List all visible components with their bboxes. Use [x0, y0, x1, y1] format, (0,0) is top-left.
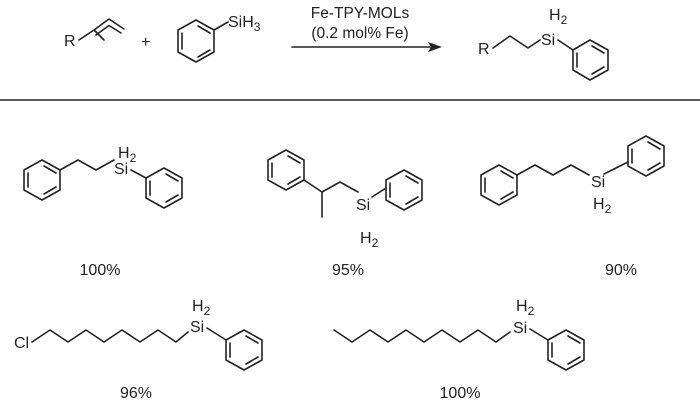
catalyst-label: Fe-TPY-MOLs [311, 5, 410, 22]
yield-product-4: 96% [120, 385, 152, 402]
svg-text:H2: H2 [593, 196, 612, 216]
plus-sign: + [141, 34, 150, 51]
svg-text:Si: Si [114, 161, 128, 178]
conditions-label: (0.2 mol% Fe) [311, 25, 408, 42]
product-2: Si H2 95% [267, 149, 423, 279]
yield-product-2: 95% [332, 262, 364, 279]
phenylsilane-reactant: SiH3 [177, 14, 261, 63]
svg-text:H2: H2 [360, 230, 379, 250]
product-5: H2 Si 100% [333, 298, 585, 402]
product-4: Cl H2 Si 96% [14, 298, 263, 402]
product-1: H2 Si 100% [23, 145, 183, 279]
alkene-reactant: R [64, 18, 125, 50]
yield-product-1: 100% [80, 262, 121, 279]
yield-product-3: 90% [605, 262, 637, 279]
svg-text:R: R [478, 41, 490, 58]
svg-text:H2: H2 [192, 298, 211, 318]
svg-text:Si: Si [541, 32, 555, 49]
r-group-label: R [64, 33, 76, 50]
svg-text:Si: Si [513, 320, 527, 337]
svg-text:Si: Si [190, 319, 204, 336]
sih3-label: SiH3 [228, 14, 261, 34]
svg-text:H2: H2 [549, 7, 568, 27]
svg-text:Si: Si [356, 197, 370, 214]
product-3: Si H2 90% [480, 135, 665, 279]
yield-product-5: 100% [440, 385, 481, 402]
svg-text:Si: Si [591, 174, 605, 191]
svg-text:H2: H2 [118, 145, 137, 165]
svg-text:H2: H2 [516, 298, 535, 318]
reaction-arrow: Fe-TPY-MOLs (0.2 mol% Fe) [291, 5, 442, 52]
cl-substituent: Cl [14, 335, 29, 352]
general-product: R H2 Si [478, 7, 609, 81]
